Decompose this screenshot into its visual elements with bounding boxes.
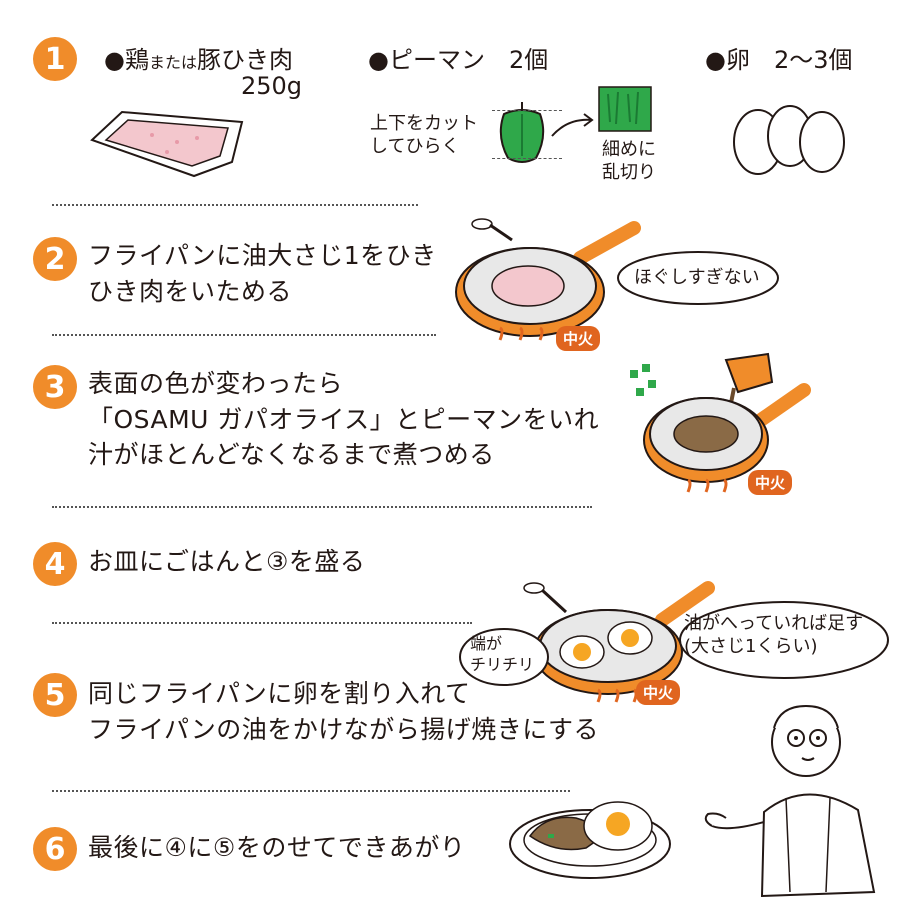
step-5-edge-bubble — [459, 628, 549, 686]
step-2-pan-illustration — [455, 218, 641, 341]
step-4-number: 4 — [45, 547, 66, 582]
step-3-badge: 3 — [32, 364, 78, 410]
step-6-number: 6 — [45, 832, 66, 867]
meat-amount: 250g — [241, 72, 303, 100]
finished-dish-illustration — [509, 801, 671, 879]
step-5-heat-badge: 中火 — [636, 680, 681, 705]
step-2-number: 2 — [45, 242, 66, 277]
pepper-cut-line-top — [492, 110, 562, 111]
step-1-number: 1 — [45, 42, 66, 77]
divider-4 — [52, 622, 472, 624]
step-1-badge: 1 — [32, 36, 78, 82]
meat-tray-illustration — [90, 110, 244, 178]
ingredient-meat: ●鶏または豚ひき肉 — [104, 40, 293, 75]
step-3-pan-illustration — [630, 352, 811, 493]
eggs-icon — [733, 105, 845, 175]
arrow-icon — [551, 113, 594, 137]
step-2-badge: 2 — [32, 236, 78, 282]
ingredient-pepper: ●ピーマン 2個 — [368, 46, 549, 74]
pepper-note: 上下をカット してひらく — [370, 113, 478, 158]
step-5-pan-illustration — [523, 581, 715, 703]
step-2-heat-badge: 中火 — [556, 326, 601, 351]
chopped-pepper-icon — [598, 86, 652, 132]
divider-3 — [52, 506, 592, 508]
step-4-badge: 4 — [32, 541, 78, 587]
pepper-cut-note: 細めに 乱切り — [602, 139, 656, 184]
ingredient-egg: ●卵 2〜3個 — [705, 46, 853, 74]
meat-or: または — [148, 53, 197, 72]
step-3-number: 3 — [45, 370, 66, 405]
step-5-badge: 5 — [32, 672, 78, 718]
step-2-text: フライパンに油大さじ1をひき ひき肉をいためる — [88, 241, 437, 306]
meat-name: 豚ひき肉 — [196, 46, 293, 74]
step-3-heat-badge: 中火 — [748, 470, 793, 495]
step-5-edge-text: 端が チリチリ — [470, 634, 535, 674]
step-2-bubble-text: ほぐしすぎない — [634, 267, 760, 288]
step-5-text: 同じフライパンに卵を割り入れて フライパンの油をかけながら揚げ焼きにする — [88, 679, 600, 744]
divider-5 — [52, 790, 570, 792]
step-5-number: 5 — [45, 678, 66, 713]
step-6-badge: 6 — [32, 826, 78, 872]
step-4-text: お皿にごはんと③を盛る — [88, 547, 366, 576]
step-5-bubble-text: 油がへっていれば足す (大さじ1くらい) — [684, 613, 864, 658]
step-2-speech-bubble — [617, 251, 779, 305]
step-6-text: 最後に④に⑤をのせてできあがり — [88, 833, 466, 862]
step-3-text: 表面の色が変わったら 「OSAMU ガパオライス」とピーマンをいれ 汁がほとんど… — [88, 369, 600, 469]
pepper-cut-line-bottom — [492, 158, 562, 159]
step-5-speech-bubble — [679, 601, 889, 679]
meat-prefix: ●鶏 — [104, 46, 149, 74]
chef-character — [704, 704, 876, 898]
divider-1 — [52, 204, 418, 206]
divider-2 — [52, 334, 436, 336]
